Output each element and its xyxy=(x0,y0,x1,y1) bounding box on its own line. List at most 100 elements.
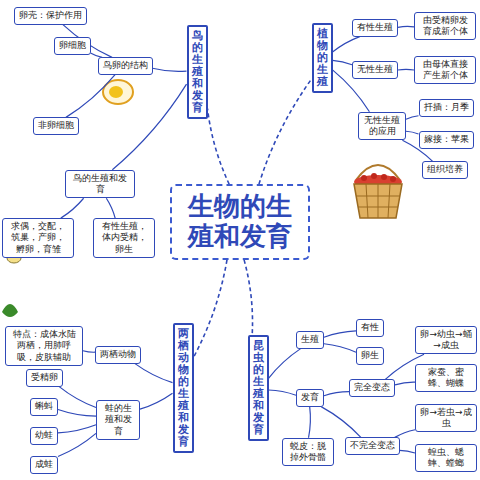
branch-line xyxy=(194,260,227,358)
topic-box: 卵→幼虫→蛹→成虫 xyxy=(415,326,477,355)
branch-line xyxy=(406,116,419,120)
topic-box: 特点：成体水陆两栖，用肺呼吸，皮肤辅助 xyxy=(5,326,83,366)
basket-picture xyxy=(354,165,402,218)
branch-line xyxy=(112,84,186,170)
branch-line xyxy=(398,69,414,71)
topic-text: 无性生殖的应用 xyxy=(363,115,401,138)
topic-text: 非卵细胞 xyxy=(38,120,74,131)
topic-text: 发育 xyxy=(301,392,319,403)
branch-line xyxy=(83,351,95,352)
topic-box: 蛙的生殖和发育 xyxy=(96,400,140,440)
topic-text: 完全变态 xyxy=(354,382,390,393)
topic-box: 蜕皮：脱掉外骨骼 xyxy=(282,438,334,467)
branch-line xyxy=(309,407,311,438)
branch-line xyxy=(333,60,353,64)
branch-line xyxy=(58,409,96,416)
topic-box: 有性 xyxy=(356,319,384,336)
branch-band: 鸟的生殖和发育 xyxy=(187,25,208,120)
topic-text: 有性生殖，体内受精，卵生 xyxy=(98,221,150,255)
branch-line xyxy=(106,198,115,218)
branch-line xyxy=(58,433,96,456)
branch-line xyxy=(324,331,356,337)
branch-line xyxy=(395,382,415,385)
topic-text: 成蛙 xyxy=(35,459,53,470)
topic-text: 鸟的生殖和发育 xyxy=(70,173,130,196)
topic-text: 蝗虫、蟋蟀、螳螂 xyxy=(420,447,472,470)
topic-text: 两栖动物 xyxy=(100,349,136,360)
topic-text: 卵壳：保护作用 xyxy=(19,10,82,21)
branch-line xyxy=(140,393,173,409)
branch-line xyxy=(321,407,361,438)
topic-text: 卵细胞 xyxy=(59,40,86,51)
branch-line xyxy=(244,260,252,335)
topic-text: 生物的生殖和发育 xyxy=(182,192,298,252)
topic-text: 组织培养 xyxy=(427,164,463,175)
branch-line xyxy=(135,364,173,383)
topic-box: 不完全变态 xyxy=(345,437,400,454)
topic-box: 有性生殖 xyxy=(352,19,398,36)
topic-text: 有性 xyxy=(361,322,379,333)
branch-line xyxy=(58,425,96,433)
topic-text: 蛙的生殖和发育 xyxy=(101,403,135,437)
branch-line xyxy=(400,450,416,453)
topic-text: 昆虫的生殖和发育 xyxy=(253,340,264,437)
topic-text: 特点：成体水陆两栖，用肺呼吸，皮肤辅助 xyxy=(10,329,78,363)
topic-box: 由母体直接产生新个体 xyxy=(414,56,476,85)
branch-line xyxy=(324,344,356,353)
topic-box: 扦插：月季 xyxy=(419,99,474,116)
topic-text: 嫁接：苹果 xyxy=(424,134,469,145)
topic-box: 受精卵 xyxy=(26,369,63,386)
topic-box: 鸟卵的结构 xyxy=(98,57,153,74)
topic-box: 蝌蚪 xyxy=(30,398,58,415)
topic-text: 卵生 xyxy=(361,350,379,361)
branch-line xyxy=(66,75,115,118)
topic-text: 蜕皮：脱掉外骨骼 xyxy=(287,441,329,464)
branch-line xyxy=(333,37,360,52)
topic-text: 由受精卵发育成新个体 xyxy=(419,15,471,38)
branch-line xyxy=(398,26,414,28)
topic-text: 无性生殖 xyxy=(357,64,393,75)
branch-band: 植物的生殖 xyxy=(312,23,333,93)
topic-text: 鸟卵的结构 xyxy=(103,60,148,71)
topic-text: 两栖动物的生殖和发育 xyxy=(178,328,189,449)
topic-text: 家蚕、蜜蜂、蝴蝶 xyxy=(420,367,472,390)
plant-picture xyxy=(2,304,18,317)
topic-box: 家蚕、蜜蜂、蝴蝶 xyxy=(415,364,477,393)
branch-line xyxy=(61,198,84,218)
branch-line xyxy=(269,349,301,379)
topic-box: 鸟的生殖和发育 xyxy=(65,170,135,199)
branch-line xyxy=(153,68,187,71)
topic-text: 扦插：月季 xyxy=(424,102,469,113)
topic-box: 无性生殖的应用 xyxy=(358,112,406,141)
topic-box: 生殖 xyxy=(296,331,324,348)
topic-box: 由受精卵发育成新个体 xyxy=(414,12,476,41)
topic-box: 发育 xyxy=(296,389,324,406)
topic-box: 成蛙 xyxy=(30,456,58,473)
topic-text: 植物的生殖 xyxy=(317,28,328,88)
topic-text: 幼蛙 xyxy=(35,430,53,441)
topic-text: 不完全变态 xyxy=(350,440,395,451)
branch-line xyxy=(324,392,349,396)
topic-text: 蝌蚪 xyxy=(35,401,53,412)
branch-band: 两栖动物的生殖和发育 xyxy=(173,323,194,454)
topic-box: 无性生殖 xyxy=(352,61,398,78)
branch-line xyxy=(59,387,96,408)
topic-box: 完全变态 xyxy=(349,379,395,396)
topic-text: 卵→幼虫→蛹→成虫 xyxy=(420,329,472,352)
topic-text: 由母体直接产生新个体 xyxy=(419,59,471,82)
branch-line xyxy=(269,390,297,395)
topic-box: 卵→若虫→成虫 xyxy=(415,404,477,433)
topic-box: 两栖动物 xyxy=(95,346,141,363)
branch-band: 昆虫的生殖和发育 xyxy=(248,335,269,442)
branch-line xyxy=(259,79,312,184)
topic-text: 鸟的生殖和发育 xyxy=(192,30,203,115)
topic-box: 组织培养 xyxy=(422,161,468,178)
branch-line xyxy=(208,109,230,184)
topic-box: 非卵细胞 xyxy=(33,117,79,134)
branch-line xyxy=(395,430,415,438)
topic-box: 求偶，交配，筑巢，产卵，孵卵，育雏 xyxy=(2,218,74,258)
topic-text: 求偶，交配，筑巢，产卵，孵卵，育雏 xyxy=(7,221,69,255)
topic-box: 有性生殖，体内受精，卵生 xyxy=(93,218,155,258)
topic-text: 卵→若虫→成虫 xyxy=(420,407,472,430)
topic-box: 卵细胞 xyxy=(54,37,91,54)
